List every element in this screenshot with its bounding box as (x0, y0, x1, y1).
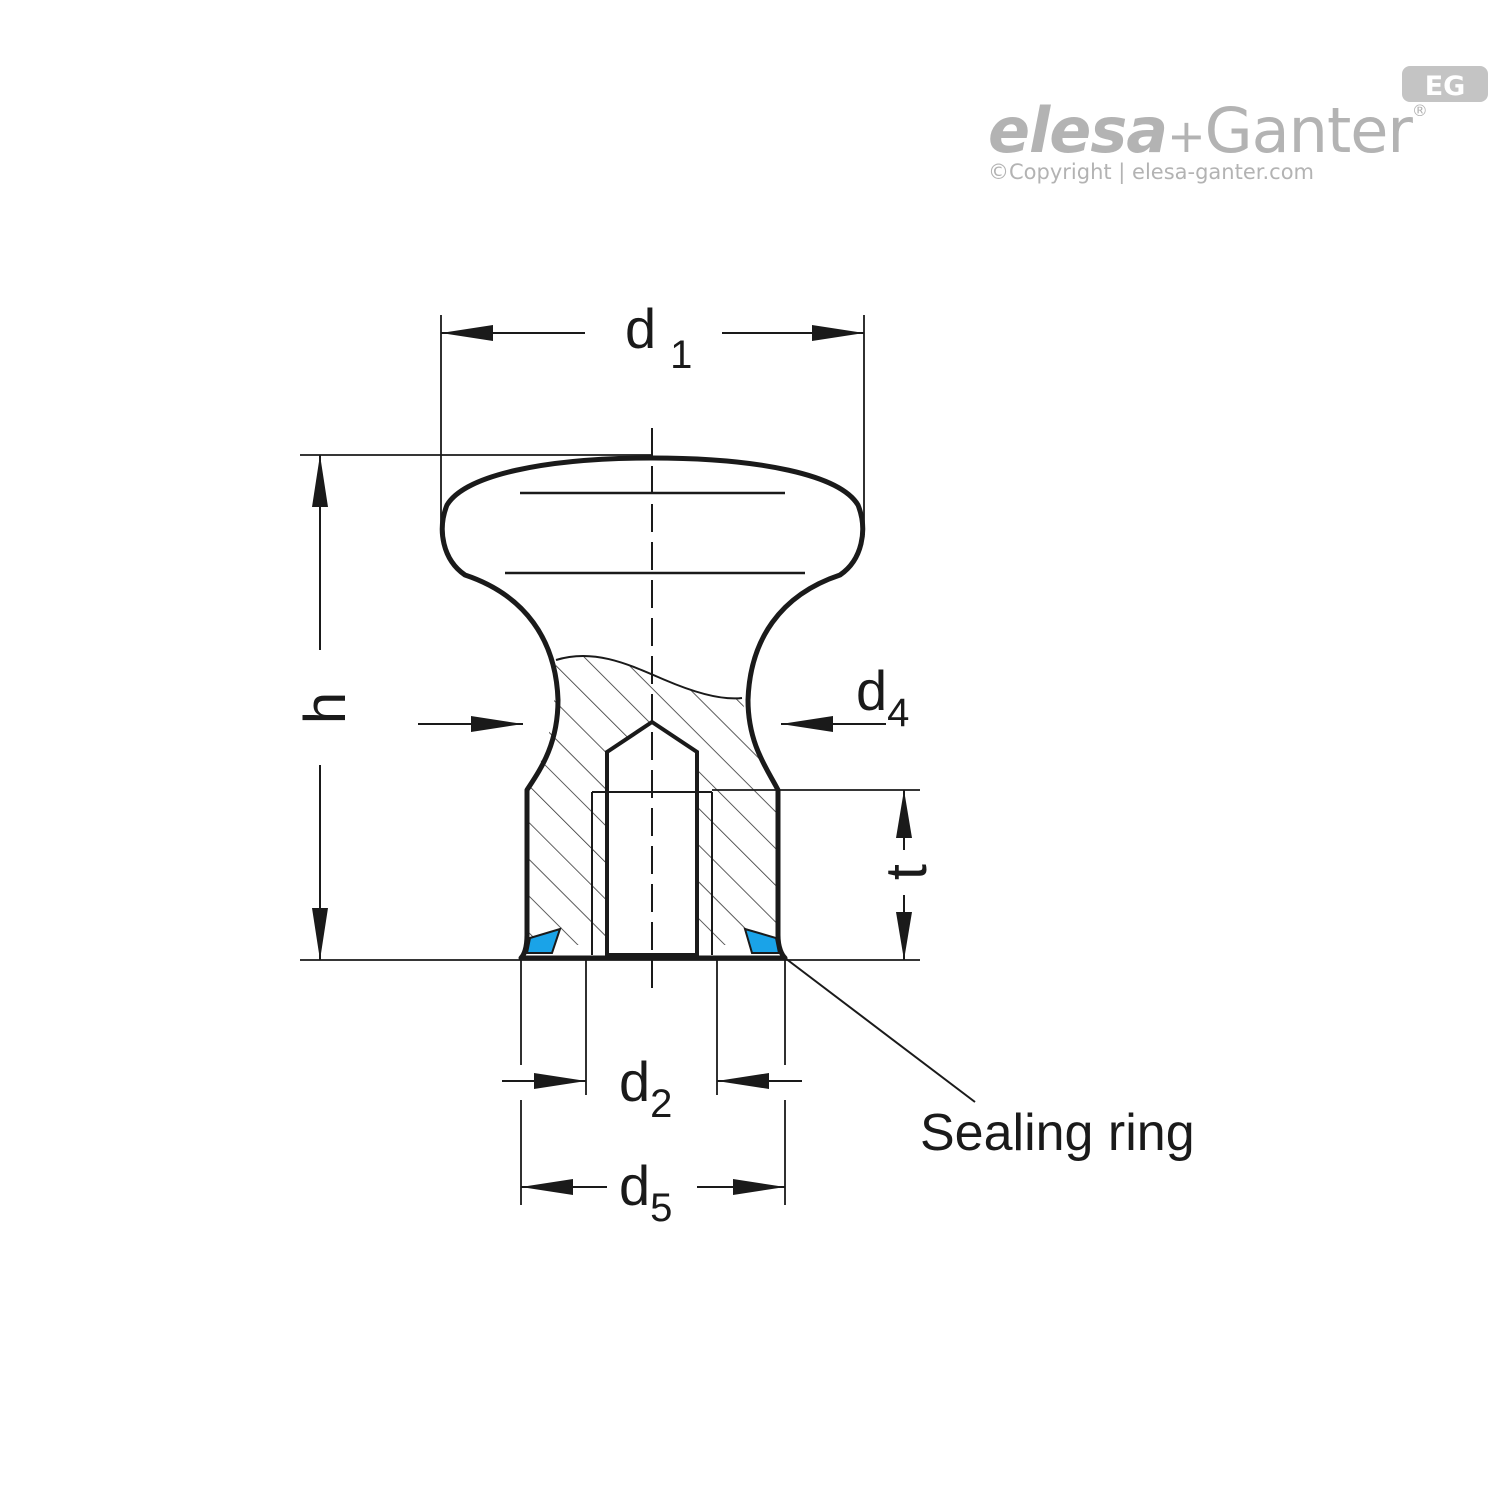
label-h: h (293, 692, 358, 724)
label-sealing-ring: Sealing ring (920, 1104, 1195, 1162)
extension-lines (300, 315, 920, 1205)
eg-badge-text: EG (1425, 71, 1466, 102)
brand-wordmark: elesa+Ganter® (988, 94, 1427, 167)
elesa-ganter-logo: EG elesa+Ganter® ©Copyright | elesa-gant… (988, 66, 1488, 185)
brand-ganter: Ganter (1205, 94, 1414, 167)
brand-registered-mark: ® (1412, 101, 1427, 120)
sealing-ring-right (743, 927, 781, 954)
label-d4: d4 (856, 659, 909, 735)
copyright-text: ©Copyright | elesa-ganter.com (988, 160, 1314, 185)
label-t: t (874, 864, 939, 880)
sealing-ring-leader (784, 957, 976, 1103)
brand-plus: + (1167, 109, 1205, 163)
knob-outline (439, 455, 866, 961)
sealing-ring-left (525, 927, 562, 954)
brand-elesa: elesa (988, 94, 1167, 167)
label-d2: d2 (619, 1050, 672, 1126)
label-d5: d5 (619, 1154, 672, 1230)
threaded-bore (605, 719, 699, 957)
eg-badge (1402, 66, 1488, 102)
break-line (555, 655, 743, 700)
dimension-lines (312, 325, 912, 1195)
